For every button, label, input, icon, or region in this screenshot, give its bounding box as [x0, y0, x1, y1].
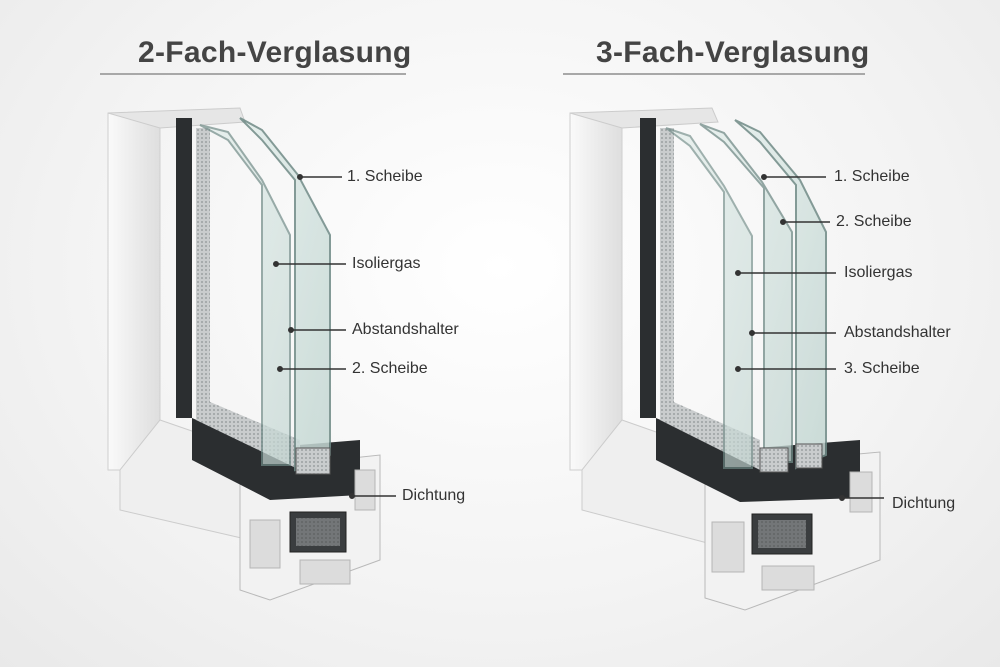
window-3-fach [569, 107, 881, 611]
label-isoliergas-2-fach: Isoliergas [352, 255, 421, 272]
panel-title-2-fach: 2-Fach-Verglasung [138, 36, 412, 69]
panel-title-3-fach: 3-Fach-Verglasung [596, 36, 870, 69]
label-abstandshalter-2-fach: Abstandshalter [352, 321, 459, 338]
spacer-strip-2-fach [196, 128, 210, 408]
label-dichtung-3-fach: Dichtung [892, 495, 956, 512]
spacer-strip-3-fach [660, 128, 674, 408]
pane-3-3-fach [665, 127, 753, 469]
sash-dark-2-fach [176, 118, 192, 418]
label-2-scheibe-2-fach: 2. Scheibe [352, 360, 428, 377]
label-isoliergas-3-fach: Isoliergas [844, 264, 913, 281]
pane-2-2-fach [199, 124, 291, 466]
abstandshalter-a-3-fach [759, 447, 789, 473]
frame-outer-2-fach [107, 112, 161, 471]
label-1-scheibe-3-fach: 1. Scheibe [834, 168, 910, 185]
label-3-scheibe-3-fach: 3. Scheibe [844, 360, 920, 377]
label-abstandshalter-3-fach: Abstandshalter [844, 324, 951, 341]
label-2-scheibe-3-fach: 2. Scheibe [836, 213, 912, 230]
sash-dark-3-fach [640, 118, 656, 418]
leader-lines-3-fach [735, 173, 884, 502]
abstandshalter-b-3-fach [795, 443, 823, 469]
window-2-fach [107, 107, 381, 601]
title-rule-3-fach [563, 73, 865, 75]
pane-1-3-fach [734, 119, 827, 470]
pane-2-3-fach [699, 123, 793, 463]
label-dichtung-2-fach: Dichtung [402, 487, 466, 504]
frame-outer-3-fach [569, 112, 623, 471]
title-rule-2-fach [100, 73, 406, 75]
abstandshalter-2-fach [295, 447, 331, 475]
leader-lines-2-fach [273, 173, 396, 500]
label-1-scheibe-2-fach: 1. Scheibe [347, 168, 423, 185]
